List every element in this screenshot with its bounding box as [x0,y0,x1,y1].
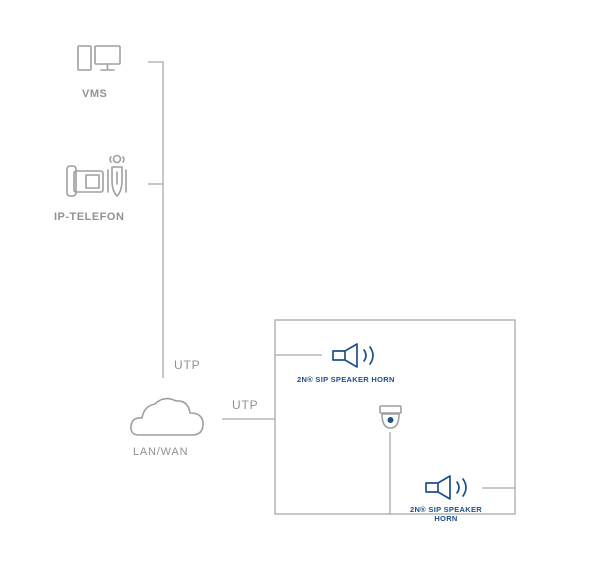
horn-speaker-icon [425,475,467,500]
ip-telefon-label: IP-TELEFON [54,211,125,223]
utp-vertical-label: UTP [174,358,201,372]
speaker-1-label: 2N® SIP SPEAKER HORN [297,375,395,384]
vms-link [148,61,164,378]
dome-camera-icon [379,405,402,429]
horn-speaker-icon [332,343,374,368]
ip-phone-icon [66,154,127,197]
monitor-icon [77,45,121,71]
lan-wan-label: LAN/WAN [133,446,189,458]
utp-horizontal-label: UTP [232,398,259,412]
connection-lines [148,61,516,515]
speaker-2-label: 2N® SIP SPEAKER HORN [404,505,488,523]
cloud-icon [130,397,204,436]
speaker-2-label-line2: HORN [434,514,458,523]
speaker-network-box [274,319,516,515]
vms-label: VMS [82,88,108,100]
speaker-2-label-line1: 2N® SIP SPEAKER [410,505,482,514]
